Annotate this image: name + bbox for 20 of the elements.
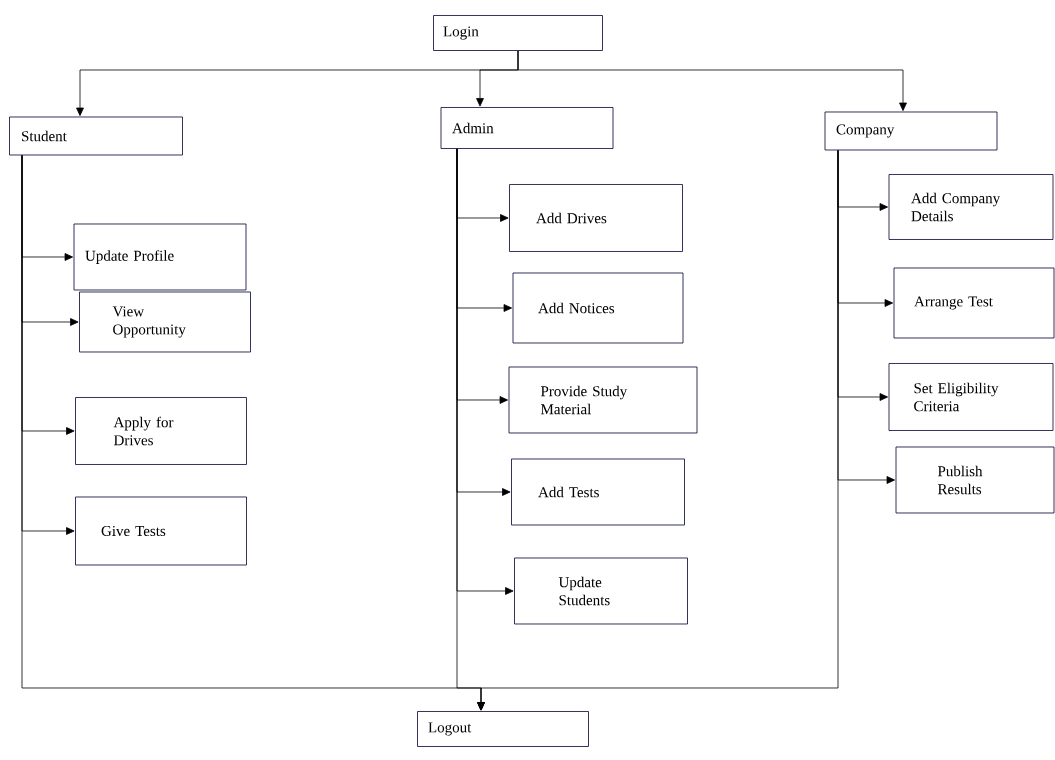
process-box: Update Profile	[73, 223, 247, 291]
process-box: Add Tests	[511, 458, 685, 526]
process-box: Add Notices	[512, 272, 684, 344]
process-box: Login	[433, 15, 603, 51]
process-box: Apply for Drives	[75, 397, 247, 465]
process-box: Admin	[440, 107, 614, 149]
process-box: View Opportunity	[79, 291, 251, 353]
process-box: Student	[9, 116, 183, 156]
process-box: Give Tests	[75, 496, 247, 566]
process-box: Update Students	[514, 557, 688, 625]
process-box: Set Eligibility Criteria	[888, 363, 1054, 431]
process-box: Add Drives	[509, 184, 683, 252]
process-box: Logout	[417, 711, 589, 747]
arrow	[477, 150, 839, 711]
arrow	[517, 50, 907, 111]
process-box: Arrange Test	[893, 267, 1055, 339]
process-box: Company	[824, 111, 998, 151]
process-box: Add Company Details	[888, 174, 1054, 240]
process-box: Provide Study Material	[508, 366, 698, 434]
process-box: Publish Results	[895, 446, 1055, 514]
